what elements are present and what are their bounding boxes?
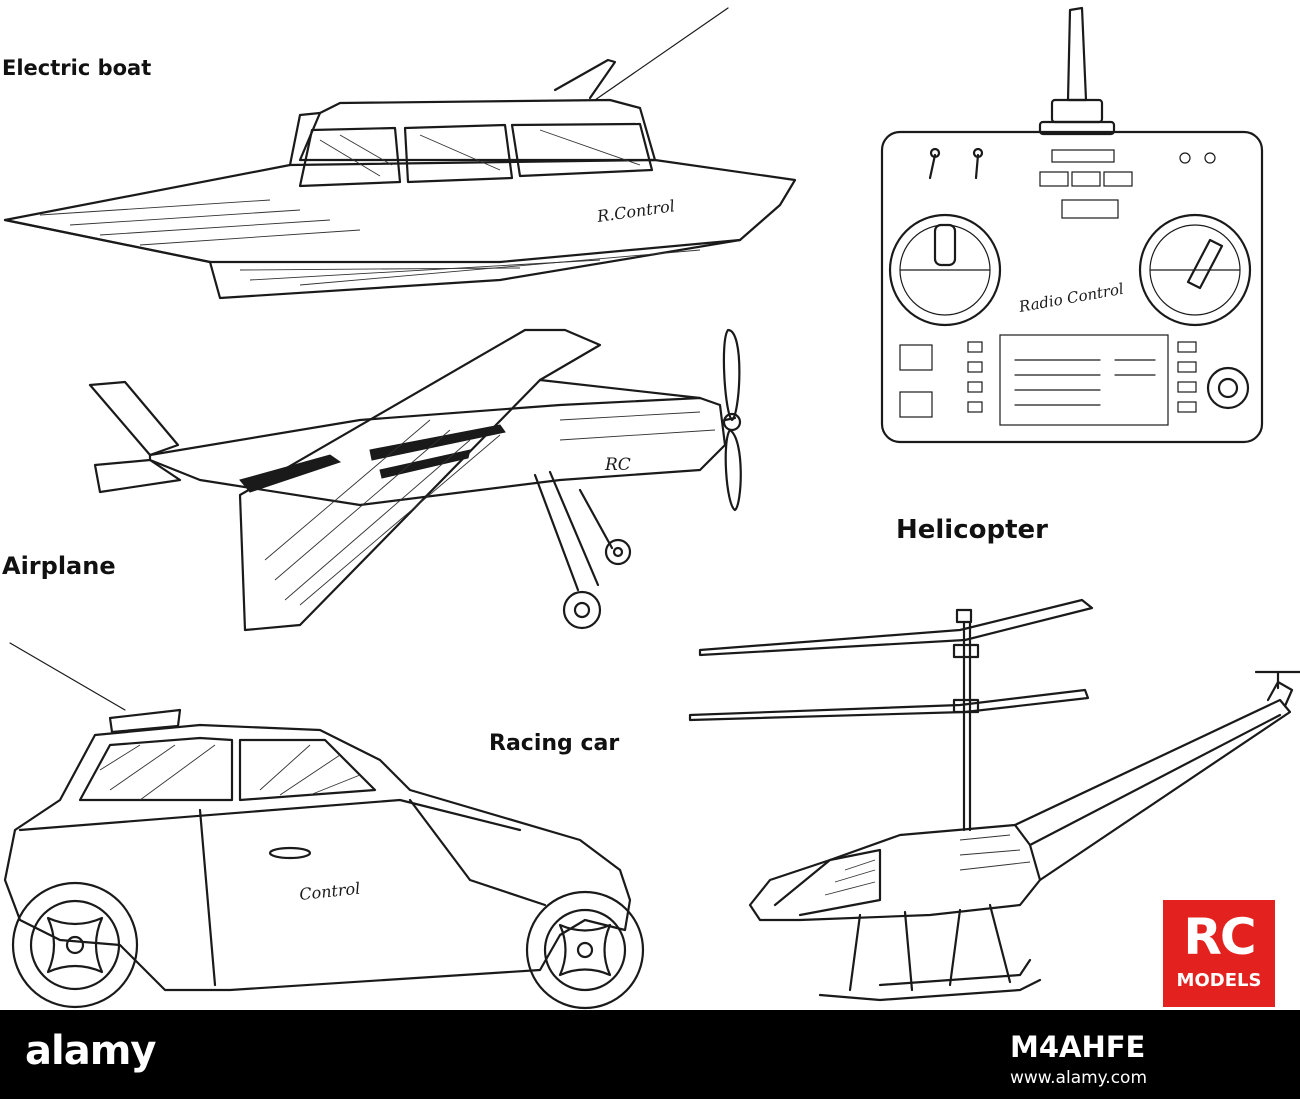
rc-models-badge: RC MODELS: [1163, 900, 1275, 1007]
site-url: www.alamy.com: [1010, 1068, 1148, 1088]
rc-models-sketch: R.Control: [3, 6, 1300, 1010]
airplane-drawing: RC: [88, 328, 742, 632]
badge-models-text: MODELS: [1176, 970, 1262, 991]
illustration-canvas: R.Control: [2, 6, 1300, 1010]
alamy-logo: alamy: [25, 1028, 156, 1074]
helicopter-drawing: [688, 598, 1300, 1002]
svg-text:Radio Control: Radio Control: [1017, 280, 1126, 316]
stock-watermark-footer: alamy M4AHFE www.alamy.com: [0, 1010, 1300, 1099]
svg-text:R.Control: R.Control: [595, 196, 676, 226]
label-racing-car: Racing car: [489, 731, 620, 756]
label-electric-boat: Electric boat: [2, 56, 152, 80]
radio-transmitter-drawing: Radio Control: [880, 6, 1264, 444]
svg-text:RC: RC: [604, 455, 631, 475]
image-id: M4AHFE: [1010, 1030, 1146, 1064]
electric-boat-drawing: R.Control: [3, 7, 797, 300]
svg-text:Control: Control: [298, 879, 361, 904]
label-helicopter: Helicopter: [896, 515, 1048, 545]
badge-rc-text: RC: [1183, 908, 1256, 966]
label-airplane: Airplane: [2, 552, 116, 580]
racing-car-drawing: Control: [3, 642, 645, 1010]
